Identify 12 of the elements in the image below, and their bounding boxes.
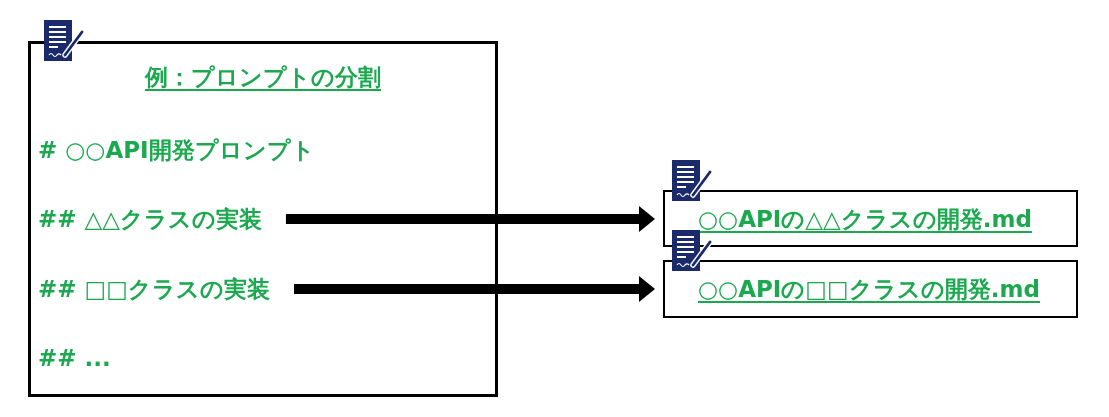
heading-line: ## ... <box>38 343 111 373</box>
file-box <box>663 190 1078 247</box>
arrow <box>285 206 655 232</box>
arrow <box>294 276 655 302</box>
document-frame <box>28 41 498 397</box>
heading-line: # ○○API開発プロンプト <box>38 135 315 165</box>
file-name: ○○APIの□□クラスの開発.md <box>698 275 1040 304</box>
title-text: 例：プロンプトの分割 <box>145 63 381 92</box>
heading-line: ## □□クラスの実装 <box>38 274 294 304</box>
heading-line: ## △△クラスの実装 <box>38 204 286 234</box>
file-name: ○○APIの△△クラスの開発.md <box>698 204 1032 234</box>
file-box <box>663 260 1078 318</box>
